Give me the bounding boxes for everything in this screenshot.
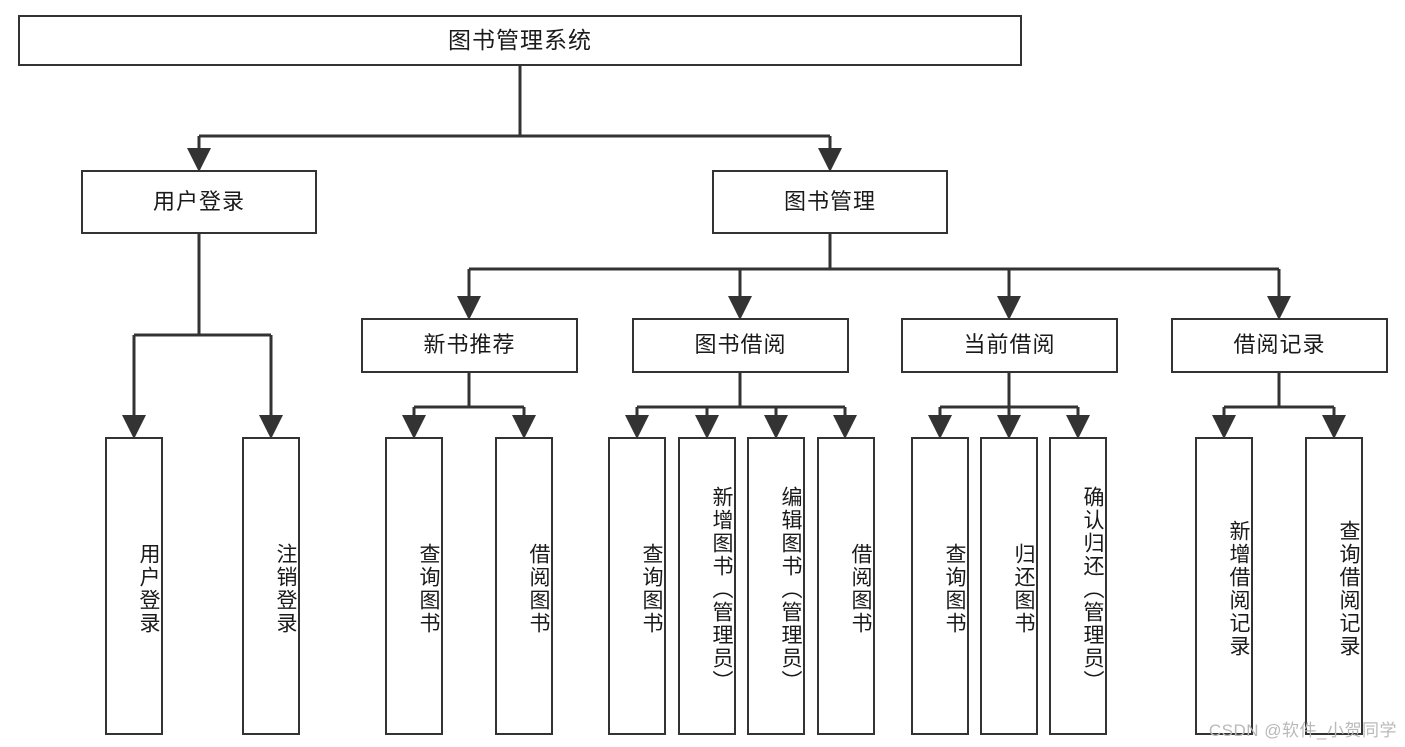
leaf-borrow-book-new[interactable]: 借阅图书: [495, 437, 553, 735]
leaf-return-book[interactable]: 归还图书: [980, 437, 1038, 735]
leaf-query-book-borrow[interactable]: 查询图书: [608, 437, 666, 735]
leaf-confirm-return-admin[interactable]: 确认归还（管理员）: [1049, 437, 1107, 735]
leaf-add-book-admin[interactable]: 新增图书（管理员）: [678, 437, 736, 735]
node-current-borrow[interactable]: 当前借阅: [901, 318, 1118, 373]
node-book-borrow[interactable]: 图书借阅: [632, 318, 849, 373]
node-root-library-system[interactable]: 图书管理系统: [18, 15, 1022, 66]
node-new-book-recommend[interactable]: 新书推荐: [361, 318, 578, 373]
leaf-logout[interactable]: 注销登录: [242, 437, 300, 735]
leaf-add-borrow-record[interactable]: 新增借阅记录: [1195, 437, 1253, 735]
csdn-watermark: CSDN @软件_小贺同学: [1208, 721, 1397, 740]
leaf-user-login[interactable]: 用户登录: [105, 437, 163, 735]
leaf-query-borrow-record[interactable]: 查询借阅记录: [1305, 437, 1363, 735]
node-borrow-records[interactable]: 借阅记录: [1171, 318, 1388, 373]
node-book-management[interactable]: 图书管理: [712, 170, 948, 234]
leaf-query-book-new[interactable]: 查询图书: [385, 437, 443, 735]
node-user-login[interactable]: 用户登录: [81, 170, 317, 234]
leaf-borrow-book[interactable]: 借阅图书: [817, 437, 875, 735]
leaf-query-book-current[interactable]: 查询图书: [911, 437, 969, 735]
leaf-edit-book-admin[interactable]: 编辑图书（管理员）: [747, 437, 805, 735]
